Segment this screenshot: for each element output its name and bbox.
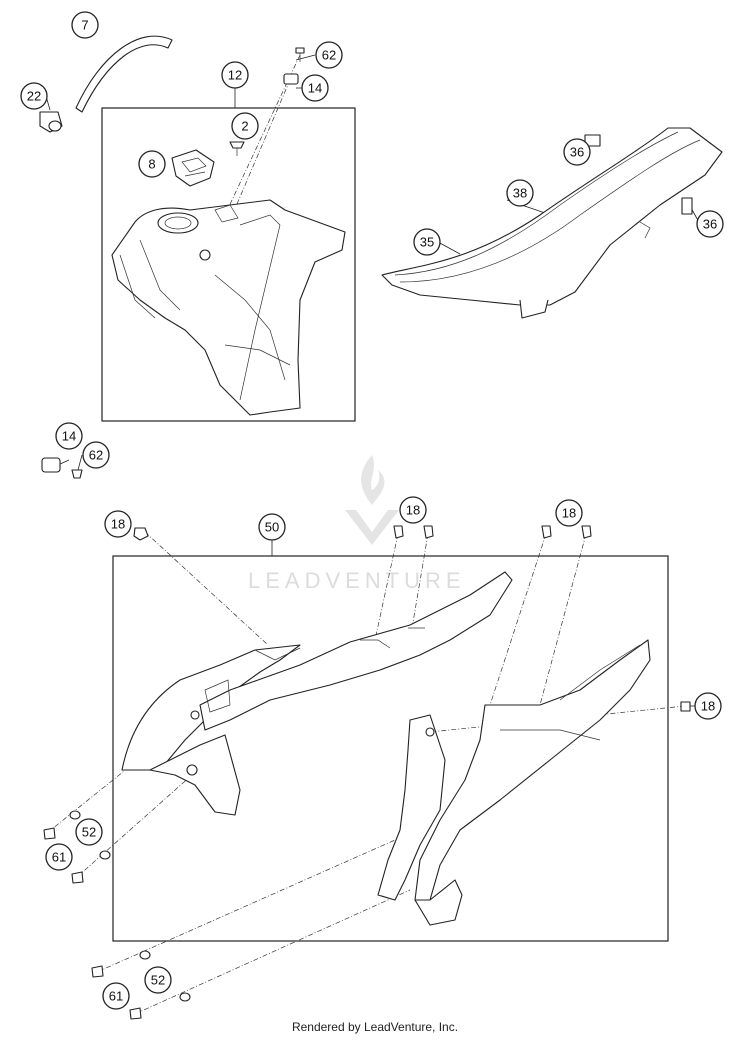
callout-36-right: 36	[696, 210, 724, 238]
svg-text:38: 38	[513, 186, 527, 201]
callout-22: 22	[20, 82, 48, 110]
washer-left-2	[99, 850, 111, 860]
svg-text:14: 14	[308, 81, 322, 96]
svg-text:18: 18	[406, 503, 420, 518]
callout-18-left: 18	[104, 510, 132, 538]
panel-bolt-3	[423, 525, 434, 539]
fuel-hose	[75, 35, 173, 113]
callout-61-bottom: 61	[102, 982, 130, 1010]
svg-text:52: 52	[151, 973, 165, 988]
tank-screw-lower	[71, 469, 83, 479]
fuel-fitting	[39, 111, 63, 133]
svg-text:61: 61	[109, 989, 123, 1004]
footer-credit: Rendered by LeadVenture, Inc.	[291, 1020, 459, 1034]
seat-screw-right	[681, 197, 693, 215]
svg-text:50: 50	[265, 520, 279, 535]
tank-spacer-lower	[41, 457, 61, 473]
washer-bottom-2	[179, 992, 191, 1002]
callout-12: 12	[221, 61, 249, 89]
fuel-cap	[171, 149, 215, 187]
callout-35: 35	[413, 228, 441, 256]
callout-50: 50	[258, 513, 286, 541]
callout-36-top: 36	[563, 138, 591, 166]
side-panel-left	[121, 571, 513, 816]
svg-text:14: 14	[62, 429, 76, 444]
svg-text:36: 36	[703, 217, 717, 232]
callout-8: 8	[138, 150, 166, 178]
svg-text:18: 18	[562, 506, 576, 521]
svg-text:35: 35	[420, 235, 434, 250]
callout-52-left: 52	[75, 818, 103, 846]
screw-bottom-1	[91, 965, 104, 978]
svg-text:8: 8	[148, 157, 155, 172]
callout-38: 38	[506, 179, 534, 207]
callout-2: 2	[231, 112, 259, 140]
callout-52-bottom: 52	[144, 966, 172, 994]
seat	[381, 127, 723, 319]
callout-18-side: 18	[694, 692, 722, 720]
screw-left-1	[43, 827, 56, 840]
fuel-tank	[111, 199, 346, 416]
tank-screw-top	[295, 47, 305, 62]
callout-14-top: 14	[301, 74, 329, 102]
washer-left-1	[69, 810, 81, 820]
callout-61-left: 61	[45, 843, 73, 871]
svg-text:7: 7	[81, 18, 88, 33]
svg-text:18: 18	[701, 699, 715, 714]
screw-left-2	[71, 871, 84, 884]
callout-14-lower: 14	[55, 422, 83, 450]
panel-bolt-5	[581, 525, 592, 539]
callout-62-top: 62	[315, 41, 343, 69]
panel-bolt-2	[393, 525, 404, 539]
svg-text:18: 18	[111, 517, 125, 532]
v-logo-icon	[345, 510, 399, 545]
side-panel-right	[377, 639, 651, 926]
panel-bolt-4	[541, 525, 552, 539]
side-panel-group-frame	[112, 555, 669, 942]
watermark: LEADVENTURE	[248, 455, 466, 593]
svg-text:12: 12	[228, 68, 242, 83]
svg-text:22: 22	[27, 89, 41, 104]
leader-lines	[45, 54, 701, 707]
tank-spacer-top	[283, 73, 299, 85]
callout-7: 7	[71, 11, 99, 39]
svg-text:62: 62	[89, 448, 103, 463]
tank-cap-screw	[229, 141, 245, 156]
panel-bolt-1	[133, 527, 149, 541]
svg-text:61: 61	[52, 850, 66, 865]
callout-18-mid: 18	[399, 496, 427, 524]
washer-bottom-1	[139, 950, 151, 960]
watermark-brand: LEADVENTURE	[248, 568, 466, 593]
svg-text:52: 52	[82, 825, 96, 840]
svg-text:36: 36	[570, 145, 584, 160]
callout-62-lower: 62	[82, 441, 110, 469]
fuel-tank-group-frame	[101, 107, 356, 422]
panel-bolt-6	[680, 701, 691, 712]
svg-text:2: 2	[241, 119, 248, 134]
screw-bottom-2	[129, 1007, 142, 1020]
svg-text:62: 62	[322, 48, 336, 63]
callout-18-right: 18	[555, 499, 583, 527]
flame-logo-icon	[361, 455, 385, 505]
